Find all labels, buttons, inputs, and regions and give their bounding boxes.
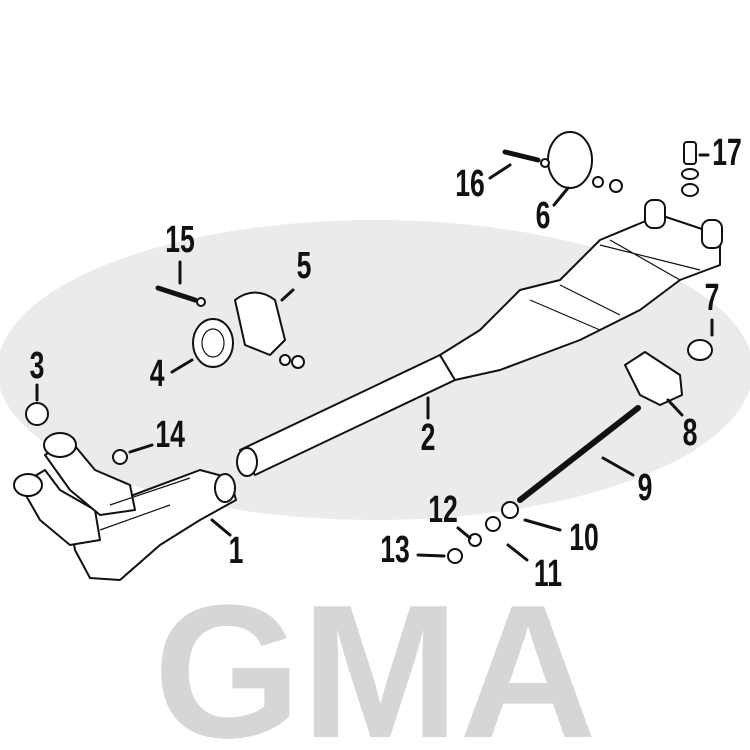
- front-pipe-catalyst: [13, 432, 237, 581]
- callout-10: 10: [569, 515, 599, 558]
- callout-2: 2: [421, 415, 436, 458]
- callout-4: 4: [150, 351, 165, 394]
- washer-11: [485, 516, 501, 532]
- watermark-text: GMA: [153, 566, 597, 750]
- small-parts: [25, 131, 713, 564]
- leader-lines: [35, 153, 714, 562]
- ring-4: [192, 318, 234, 368]
- intermediate-pipe: [236, 199, 723, 477]
- callout-9: 9: [638, 465, 653, 508]
- callout-15: 15: [165, 217, 195, 260]
- callout-3: 3: [30, 343, 45, 386]
- callout-6: 6: [536, 193, 551, 236]
- washer-10: [501, 501, 519, 519]
- clamp-6: [547, 131, 593, 189]
- nut-14: [112, 449, 128, 465]
- nut-13: [447, 548, 463, 564]
- callout-17: 17: [712, 130, 742, 173]
- gasket-3: [25, 402, 49, 426]
- clamp-5: [234, 291, 286, 356]
- bolt-17: [683, 141, 697, 165]
- callout-11: 11: [534, 551, 562, 594]
- callout-7: 7: [705, 275, 720, 318]
- callout-13: 13: [380, 527, 410, 570]
- bush-7: [687, 339, 713, 361]
- callout-labels: 1 2 3 4 5 6 7 8 9 10 11 12 13 14 15 16 1…: [30, 130, 742, 594]
- washer-12: [468, 533, 482, 547]
- bracket-8: [624, 351, 683, 406]
- callout-16: 16: [455, 161, 485, 204]
- callout-8: 8: [683, 410, 698, 453]
- callout-1: 1: [229, 528, 244, 571]
- callout-12: 12: [428, 487, 458, 530]
- callout-5: 5: [297, 243, 312, 286]
- callout-14: 14: [155, 412, 185, 455]
